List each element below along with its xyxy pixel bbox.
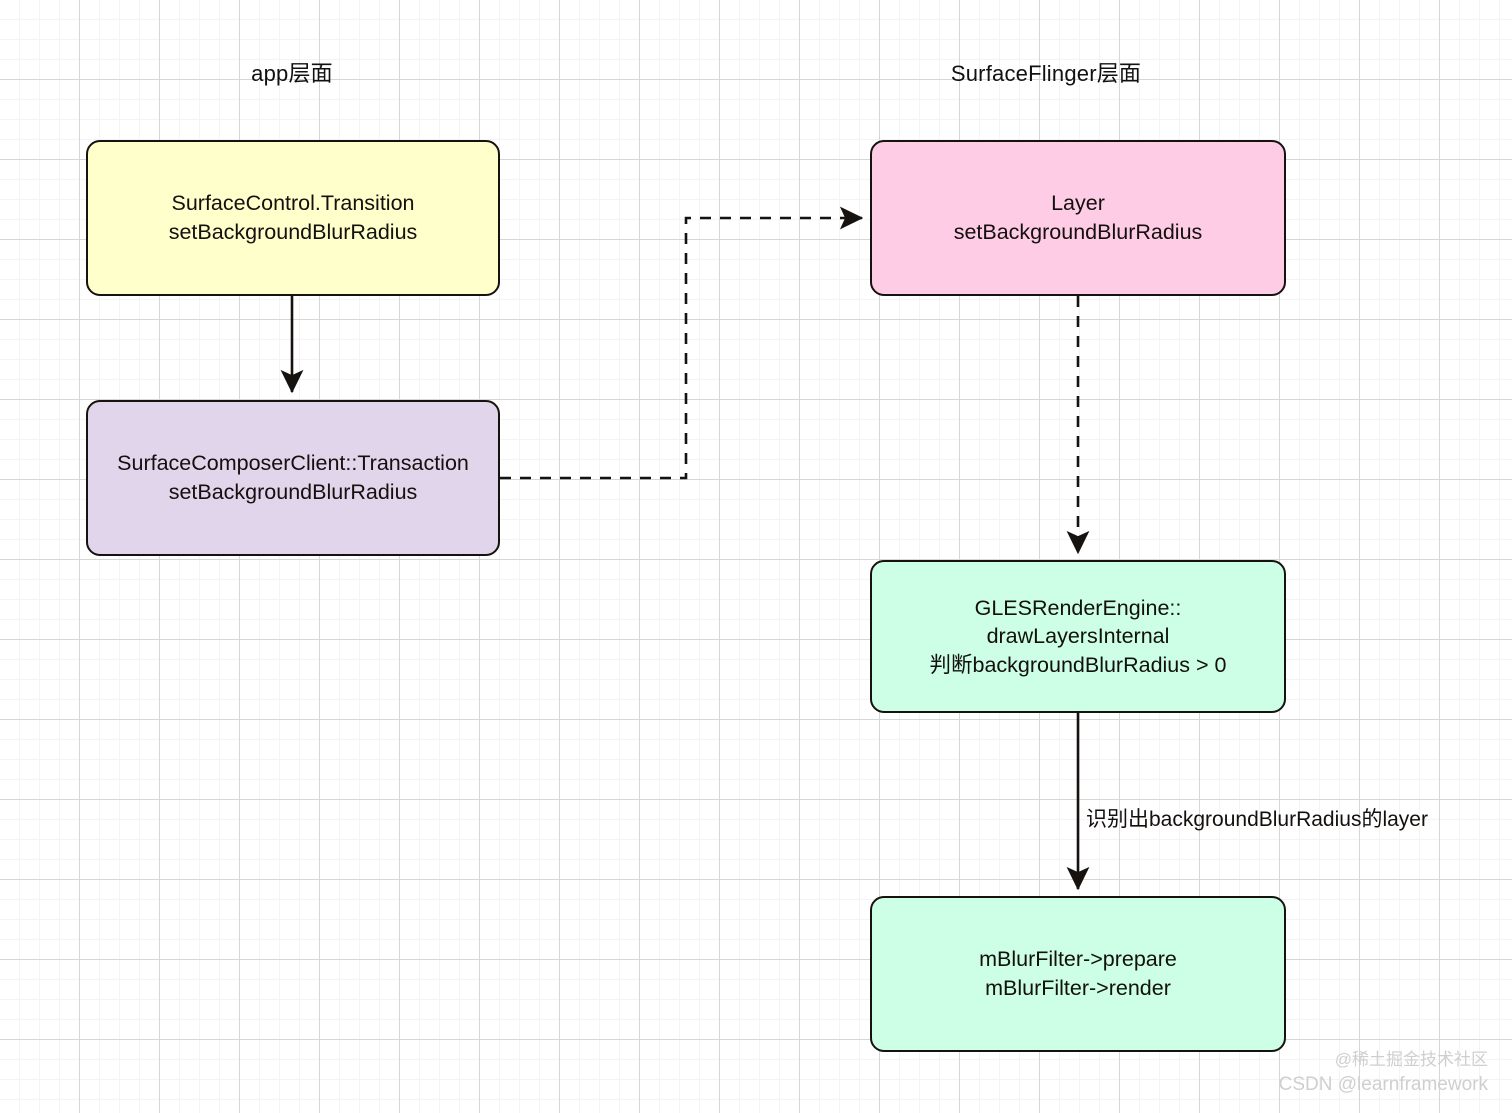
watermark-line-2: CSDN @learnframework [1278,1074,1488,1096]
edge-label-recognize-layer: 识别出backgroundBlurRadius的layer [1086,808,1428,831]
node-surfacecomposerclient-transaction[interactable]: SurfaceComposerClient::Transaction setBa… [86,400,500,556]
column-title-surfaceflinger: SurfaceFlinger层面 [950,61,1142,86]
watermark: @稀土掘金技术社区 CSDN @learnframework [1279,1048,1488,1099]
edge-transaction-to-layer [500,206,864,480]
node-glesrenderengine-drawlayersinternal[interactable]: GLESRenderEngine:: drawLayersInternal 判断… [870,560,1286,713]
node-layer-setbackgroundblurradius[interactable]: Layer setBackgroundBlurRadius [870,140,1286,296]
node-mblurfilter-prepare-render[interactable]: mBlurFilter->prepare mBlurFilter->render [870,896,1286,1052]
watermark-line-1: @稀土掘金技术社区 [1334,1049,1488,1069]
column-title-app: app层面 [251,61,333,86]
node-surfacecontrol-transition[interactable]: SurfaceControl.Transition setBackgroundB… [86,140,500,296]
